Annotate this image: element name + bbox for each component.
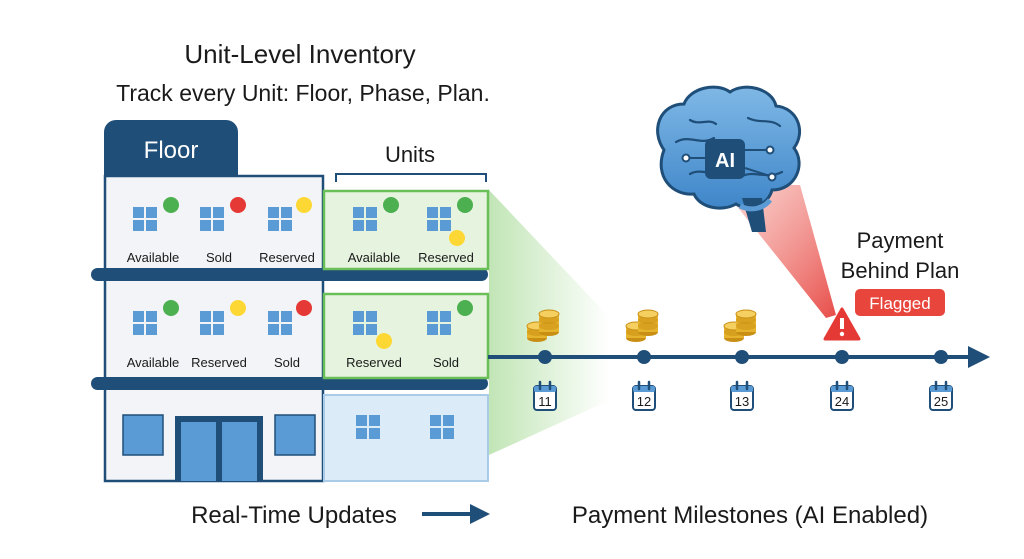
units-bracket bbox=[335, 173, 487, 182]
flagged-badge bbox=[855, 289, 945, 316]
units-row-ground bbox=[323, 394, 489, 482]
unit-status-label: Reserved bbox=[191, 355, 247, 370]
milestone-dot bbox=[835, 350, 849, 364]
milestone-dot bbox=[934, 350, 948, 364]
status-dot bbox=[163, 300, 179, 316]
unit-status-label: Reserved bbox=[418, 250, 474, 265]
status-dot bbox=[376, 333, 392, 349]
status-dot bbox=[457, 197, 473, 213]
milestone-dot bbox=[637, 350, 651, 364]
ground-window bbox=[274, 414, 316, 456]
real-time-updates-caption: Real-Time Updates bbox=[191, 502, 397, 529]
milestone-date: 25 bbox=[934, 394, 948, 409]
milestone-date: 24 bbox=[835, 394, 849, 409]
units-panel: Units Available Reserved Reserved Sold bbox=[322, 142, 490, 482]
milestone: 13 bbox=[723, 309, 757, 412]
milestone: 25 bbox=[928, 350, 954, 412]
milestone-dot bbox=[538, 350, 552, 364]
status-dot bbox=[230, 300, 246, 316]
floor-divider bbox=[91, 377, 488, 390]
coins-icon bbox=[625, 309, 659, 343]
milestone-date: 13 bbox=[735, 394, 749, 409]
warning-icon bbox=[823, 307, 861, 341]
status-dot bbox=[449, 230, 465, 246]
unit-status-label: Reserved bbox=[259, 250, 315, 265]
milestone-date: 12 bbox=[637, 394, 651, 409]
status-dot bbox=[296, 300, 312, 316]
milestone: 24 bbox=[823, 307, 861, 412]
floor-1: Available Sold Reserved bbox=[127, 197, 315, 265]
unit-status-label: Reserved bbox=[346, 355, 402, 370]
status-dot bbox=[230, 197, 246, 213]
ground-window bbox=[122, 414, 164, 456]
payment-milestones-caption: Payment Milestones (AI Enabled) bbox=[572, 502, 928, 529]
alert-title-line2: Behind Plan bbox=[841, 258, 960, 283]
unit-status-label: Sold bbox=[433, 355, 459, 370]
status-dot bbox=[296, 197, 312, 213]
unit-status-label: Sold bbox=[206, 250, 232, 265]
units-panel-title: Units bbox=[385, 142, 435, 167]
floor-2: Available Reserved Sold bbox=[127, 300, 312, 370]
milestones: 11 12 13 24 25 bbox=[526, 307, 954, 412]
floor-divider bbox=[91, 268, 488, 281]
caption-arrowhead-icon bbox=[470, 504, 490, 524]
unit-status-label: Sold bbox=[274, 355, 300, 370]
unit-status-label: Available bbox=[127, 250, 180, 265]
unit-status-label: Available bbox=[348, 250, 401, 265]
milestone-dot bbox=[735, 350, 749, 364]
alert-title-line1: Payment bbox=[857, 228, 944, 253]
coins-icon bbox=[723, 309, 757, 343]
timeline-arrow-icon bbox=[968, 346, 990, 368]
ai-badge-label: AI bbox=[715, 150, 735, 172]
flagged-badge-label: Flagged bbox=[869, 294, 930, 313]
ai-brain-icon bbox=[656, 85, 802, 232]
unit-status-label: Available bbox=[127, 355, 180, 370]
payment-timeline bbox=[488, 346, 990, 368]
ground-floor bbox=[122, 414, 316, 481]
milestone-date: 11 bbox=[538, 394, 552, 409]
page-subtitle: Track every Unit: Floor, Phase, Plan. bbox=[116, 80, 490, 106]
floor-tab-label: Floor bbox=[144, 137, 199, 164]
status-dot bbox=[383, 197, 399, 213]
milestone: 11 bbox=[526, 309, 560, 412]
status-dot bbox=[457, 300, 473, 316]
milestone: 12 bbox=[625, 309, 659, 412]
page-title: Unit-Level Inventory bbox=[184, 39, 415, 69]
status-dot bbox=[163, 197, 179, 213]
